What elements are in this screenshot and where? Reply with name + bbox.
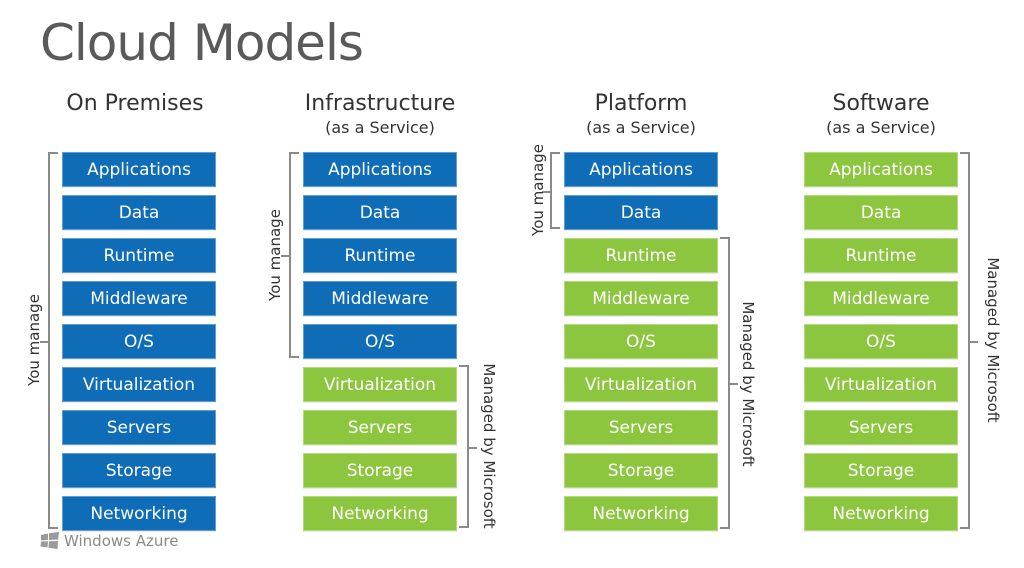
layer-o-s: O/S — [62, 324, 216, 359]
layer-servers: Servers — [804, 410, 958, 445]
layer-virtualization: Virtualization — [62, 367, 216, 402]
managed-by-microsoft-bracket — [960, 152, 978, 529]
you-manage-bracket — [281, 152, 299, 358]
column-subtitle: (as a Service) — [826, 118, 936, 137]
layer-virtualization: Virtualization — [804, 367, 958, 402]
logo-text: Windows Azure — [64, 532, 179, 550]
you-manage-label: You manage — [25, 294, 43, 386]
layer-storage: Storage — [564, 453, 718, 488]
you-manage-label: You manage — [529, 144, 547, 236]
you-manage-bracket — [40, 152, 58, 529]
managed-by-microsoft-label: Managed by Microsoft — [984, 257, 1002, 423]
page-title: Cloud Models — [40, 14, 364, 72]
layer-data: Data — [62, 195, 216, 230]
layer-applications: Applications — [804, 152, 958, 187]
layer-middleware: Middleware — [564, 281, 718, 316]
layer-networking: Networking — [804, 496, 958, 531]
layer-servers: Servers — [303, 410, 457, 445]
layer-middleware: Middleware — [62, 281, 216, 316]
layer-data: Data — [564, 195, 718, 230]
layer-middleware: Middleware — [303, 281, 457, 316]
column-title: Software — [832, 91, 930, 116]
layer-applications: Applications — [303, 152, 457, 187]
windows-azure-logo: Windows Azure — [40, 532, 178, 550]
column-title: On Premises — [66, 91, 204, 116]
layer-runtime: Runtime — [303, 238, 457, 273]
layer-applications: Applications — [564, 152, 718, 187]
layer-servers: Servers — [564, 410, 718, 445]
managed-by-microsoft-label: Managed by Microsoft — [480, 363, 498, 529]
layer-data: Data — [303, 195, 457, 230]
layer-storage: Storage — [804, 453, 958, 488]
layer-runtime: Runtime — [804, 238, 958, 273]
layer-o-s: O/S — [804, 324, 958, 359]
layer-o-s: O/S — [564, 324, 718, 359]
column-heading-saas: Software (as a Service) — [771, 90, 991, 138]
layer-servers: Servers — [62, 410, 216, 445]
column-title: Infrastructure — [304, 91, 456, 116]
layer-networking: Networking — [303, 496, 457, 531]
managed-by-microsoft-label: Managed by Microsoft — [739, 301, 757, 467]
windows-flag-icon — [40, 532, 59, 549]
you-manage-label: You manage — [266, 209, 284, 301]
column-heading-paas: Platform (as a Service) — [531, 90, 751, 138]
layer-networking: Networking — [564, 496, 718, 531]
layer-virtualization: Virtualization — [564, 367, 718, 402]
layer-o-s: O/S — [303, 324, 457, 359]
column-subtitle: (as a Service) — [586, 118, 696, 137]
managed-by-microsoft-bracket — [720, 237, 738, 529]
layer-storage: Storage — [303, 453, 457, 488]
layer-applications: Applications — [62, 152, 216, 187]
column-title: Platform — [594, 91, 688, 116]
layer-networking: Networking — [62, 496, 216, 531]
layer-virtualization: Virtualization — [303, 367, 457, 402]
layer-middleware: Middleware — [804, 281, 958, 316]
managed-by-microsoft-bracket — [459, 365, 477, 528]
column-heading-iaas: Infrastructure (as a Service) — [270, 90, 490, 138]
layer-runtime: Runtime — [564, 238, 718, 273]
column-heading-on-premises: On Premises — [25, 90, 245, 118]
you-manage-bracket — [542, 152, 560, 229]
layer-storage: Storage — [62, 453, 216, 488]
layer-runtime: Runtime — [62, 238, 216, 273]
layer-data: Data — [804, 195, 958, 230]
column-subtitle: (as a Service) — [325, 118, 435, 137]
